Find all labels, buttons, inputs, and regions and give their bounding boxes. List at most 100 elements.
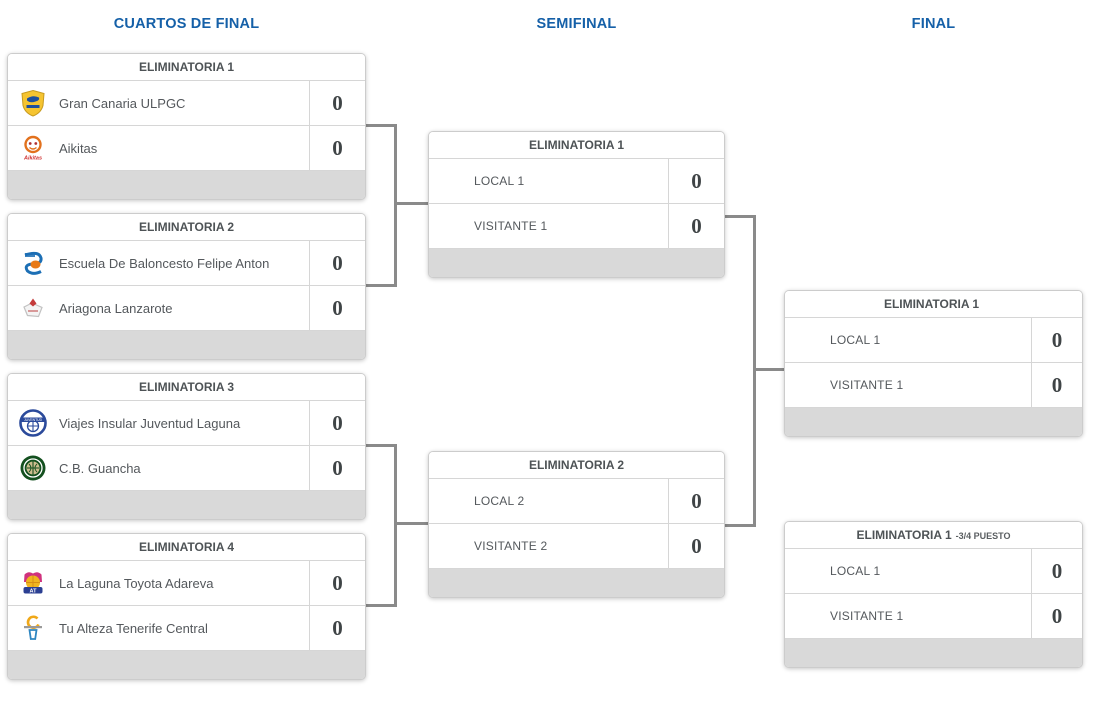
team-name: Gran Canaria ULPGC	[59, 95, 186, 111]
match-box-sf2: ELIMINATORIA 2 LOCAL 2 0 VISITANTE 2 0	[428, 451, 725, 598]
match-footer-bar	[8, 651, 365, 679]
score-value: 0	[309, 401, 365, 445]
match-box-qf2: ELIMINATORIA 2 Escuela De Baloncesto Fel…	[7, 213, 366, 360]
team-name: C.B. Guancha	[59, 460, 141, 476]
score-value: 0	[309, 126, 365, 170]
team-cell: LOCAL 1	[785, 318, 1031, 362]
score-value: 0	[309, 81, 365, 125]
match-footer-bar	[785, 408, 1082, 436]
match-title: ELIMINATORIA 1-3/4 PUESTO	[785, 522, 1082, 549]
tu-alteza-logo-icon	[19, 614, 47, 642]
score-value: 0	[668, 159, 724, 203]
connector-line	[366, 604, 396, 607]
cb-guancha-logo-icon	[19, 454, 47, 482]
match-title: ELIMINATORIA 1	[8, 54, 365, 81]
score-value: 0	[1031, 363, 1082, 407]
team-name: Escuela De Baloncesto Felipe Anton	[59, 255, 270, 271]
match-row-away[interactable]: Aikitas Aikitas 0	[8, 126, 365, 171]
score-value: 0	[668, 204, 724, 248]
felipe-anton-logo-icon	[19, 249, 47, 277]
match-title: ELIMINATORIA 3	[8, 374, 365, 401]
connector-line	[366, 444, 396, 447]
match-title: ELIMINATORIA 2	[429, 452, 724, 479]
score-value: 0	[668, 479, 724, 523]
match-row-home[interactable]: AT La Laguna Toyota Adareva 0	[8, 561, 365, 606]
match-row-home[interactable]: LOCAL 1 0	[785, 318, 1082, 363]
team-name: LOCAL 2	[474, 494, 525, 508]
team-cell: JUVENTUD Viajes Insular Juventud Laguna	[8, 401, 309, 445]
connector-line	[725, 524, 756, 527]
score-value: 0	[1031, 594, 1082, 638]
juventud-laguna-logo-icon: JUVENTUD	[19, 409, 47, 437]
team-cell: AT La Laguna Toyota Adareva	[8, 561, 309, 605]
team-name: VISITANTE 1	[474, 219, 548, 233]
match-box-qf4: ELIMINATORIA 4 AT La Laguna Toyota Adare…	[7, 533, 366, 680]
team-cell: C.B. Guancha	[8, 446, 309, 490]
score-value: 0	[309, 606, 365, 650]
match-row-away[interactable]: VISITANTE 2 0	[429, 524, 724, 569]
match-row-away[interactable]: VISITANTE 1 0	[429, 204, 724, 249]
match-title: ELIMINATORIA 1	[785, 291, 1082, 318]
team-cell: LOCAL 1	[429, 159, 668, 203]
match-title: ELIMINATORIA 2	[8, 214, 365, 241]
match-box-qf1: ELIMINATORIA 1 Gran Canaria ULPGC 0 Aiki…	[7, 53, 366, 200]
svg-text:AT: AT	[30, 588, 38, 594]
team-name: Viajes Insular Juventud Laguna	[59, 415, 241, 431]
match-footer-bar	[8, 491, 365, 519]
gran-canaria-ulpgc-logo-icon	[19, 89, 47, 117]
round-header-cuartos: CUARTOS DE FINAL	[113, 16, 260, 32]
match-row-home[interactable]: LOCAL 1 0	[429, 159, 724, 204]
round-header-final: FINAL	[911, 16, 956, 32]
team-name: VISITANTE 2	[474, 539, 548, 553]
aikitas-logo-icon: Aikitas	[19, 134, 47, 162]
ariagona-lanzarote-logo-icon	[19, 294, 47, 322]
match-footer-bar	[8, 171, 365, 199]
connector-line	[753, 368, 784, 371]
match-title-text: ELIMINATORIA 1	[883, 297, 980, 311]
match-row-away[interactable]: C.B. Guancha 0	[8, 446, 365, 491]
round-header-semifinal: SEMIFINAL	[536, 16, 617, 32]
team-name: La Laguna Toyota Adareva	[59, 575, 214, 591]
match-row-home[interactable]: LOCAL 1 0	[785, 549, 1082, 594]
match-row-home[interactable]: Gran Canaria ULPGC 0	[8, 81, 365, 126]
svg-text:Aikitas: Aikitas	[23, 156, 42, 162]
team-cell: Gran Canaria ULPGC	[8, 81, 309, 125]
match-row-away[interactable]: Ariagona Lanzarote 0	[8, 286, 365, 331]
score-value: 0	[309, 286, 365, 330]
match-footer-bar	[429, 249, 724, 277]
match-title-text: ELIMINATORIA 1	[856, 528, 952, 542]
score-value: 0	[309, 446, 365, 490]
match-row-away[interactable]: VISITANTE 1 0	[785, 594, 1082, 639]
team-name: Ariagona Lanzarote	[59, 300, 173, 316]
team-cell: Tu Alteza Tenerife Central	[8, 606, 309, 650]
match-footer-bar	[8, 331, 365, 359]
match-row-away[interactable]: VISITANTE 1 0	[785, 363, 1082, 408]
team-name: LOCAL 1	[474, 174, 525, 188]
team-name: VISITANTE 1	[830, 378, 904, 392]
connector-line	[366, 124, 396, 127]
match-title: ELIMINATORIA 1	[429, 132, 724, 159]
team-cell: Aikitas Aikitas	[8, 126, 309, 170]
team-cell: LOCAL 1	[785, 549, 1031, 593]
match-row-home[interactable]: LOCAL 2 0	[429, 479, 724, 524]
team-name: LOCAL 1	[830, 564, 881, 578]
team-cell: Ariagona Lanzarote	[8, 286, 309, 330]
match-box-final: ELIMINATORIA 1 LOCAL 1 0 VISITANTE 1 0	[784, 290, 1083, 437]
team-cell: VISITANTE 1	[785, 594, 1031, 638]
match-row-home[interactable]: Escuela De Baloncesto Felipe Anton 0	[8, 241, 365, 286]
connector-line	[366, 284, 396, 287]
team-name: LOCAL 1	[830, 333, 881, 347]
match-title-subtitle: -3/4 PUESTO	[955, 531, 1011, 541]
team-cell: LOCAL 2	[429, 479, 668, 523]
score-value: 0	[668, 524, 724, 568]
match-row-home[interactable]: JUVENTUD Viajes Insular Juventud Laguna …	[8, 401, 365, 446]
connector-line	[394, 124, 397, 287]
team-name: VISITANTE 1	[830, 609, 904, 623]
team-cell: VISITANTE 1	[429, 204, 668, 248]
team-cell: VISITANTE 2	[429, 524, 668, 568]
score-value: 0	[1031, 549, 1082, 593]
connector-line	[394, 522, 428, 525]
match-row-away[interactable]: Tu Alteza Tenerife Central 0	[8, 606, 365, 651]
match-box-qf3: ELIMINATORIA 3 JUVENTUD Viajes Insular J…	[7, 373, 366, 520]
